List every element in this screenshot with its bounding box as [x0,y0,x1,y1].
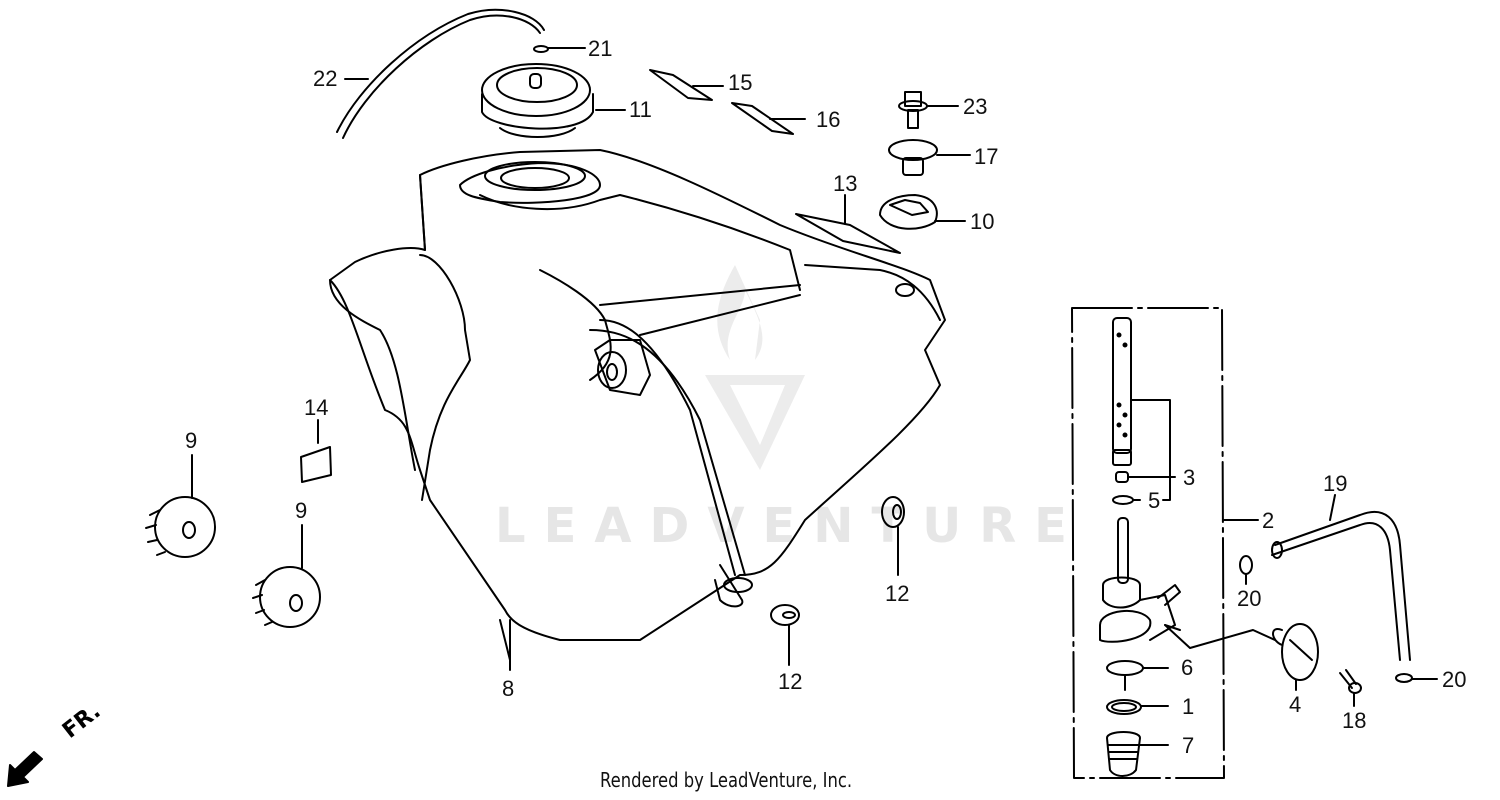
grommet-12a [881,496,905,576]
callout-10: 10 [970,209,995,234]
front-direction-arrow-icon [7,751,43,787]
watermark-text: LEADVENTURE [495,498,1085,554]
fuel-valve-box-2 [1071,307,1259,779]
bolt-23 [898,91,959,129]
label-decal-15 [649,69,724,101]
label-decal-14 [300,419,332,483]
clip-20a [1239,555,1253,585]
fuel-tank-8 [329,149,946,671]
callout-6: 6 [1181,655,1194,680]
callout-16: 16 [816,107,841,132]
callout-17: 17 [974,144,999,169]
callout-12b: 12 [778,669,803,694]
callout-13: 13 [833,171,858,196]
callout-15: 15 [728,70,753,95]
cushion-9b [252,524,321,628]
cushion-9a [145,454,216,558]
callout-8: 8 [502,676,515,701]
callout-3: 3 [1183,465,1196,490]
label-decal-13 [795,194,901,254]
callout-22: 22 [313,66,338,91]
breather-tube-22 [336,8,545,139]
strainer-3-5 [1112,317,1176,505]
clip-21 [533,45,586,53]
screw-18 [1339,669,1362,707]
callout-1: 1 [1182,694,1195,719]
callout-20a: 20 [1237,586,1262,611]
fuel-tube-19 [1271,494,1411,661]
footer-credit: Rendered by LeadVenture, Inc. [600,768,853,792]
callout-23: 23 [963,94,988,119]
packing-1 [1106,699,1169,715]
callout-2: 2 [1262,508,1275,533]
callout-20b: 20 [1442,667,1467,692]
callout-21: 21 [588,36,613,61]
collar-17 [888,139,971,176]
callout-5: 5 [1148,488,1161,513]
callout-11: 11 [629,97,652,122]
callout-12a: 12 [885,581,910,606]
callout-14: 14 [304,395,329,420]
callout-19: 19 [1323,471,1348,496]
grommet-12b [770,604,800,666]
clip-20b [1395,673,1438,683]
gasket-6 [1106,660,1169,691]
callout-9a: 9 [185,428,198,453]
callout-4: 4 [1289,692,1302,717]
rubber-mount-10 [879,194,966,230]
knob-4 [1272,623,1319,691]
callout-9b: 9 [295,498,308,523]
filler-cap-11 [481,63,626,138]
fuel-valve-body [1099,517,1276,649]
label-decal-16 [731,102,806,135]
watermark-logo-icon [705,265,805,470]
callout-18: 18 [1342,708,1367,733]
cup-7 [1106,731,1169,777]
callout-7: 7 [1182,733,1195,758]
